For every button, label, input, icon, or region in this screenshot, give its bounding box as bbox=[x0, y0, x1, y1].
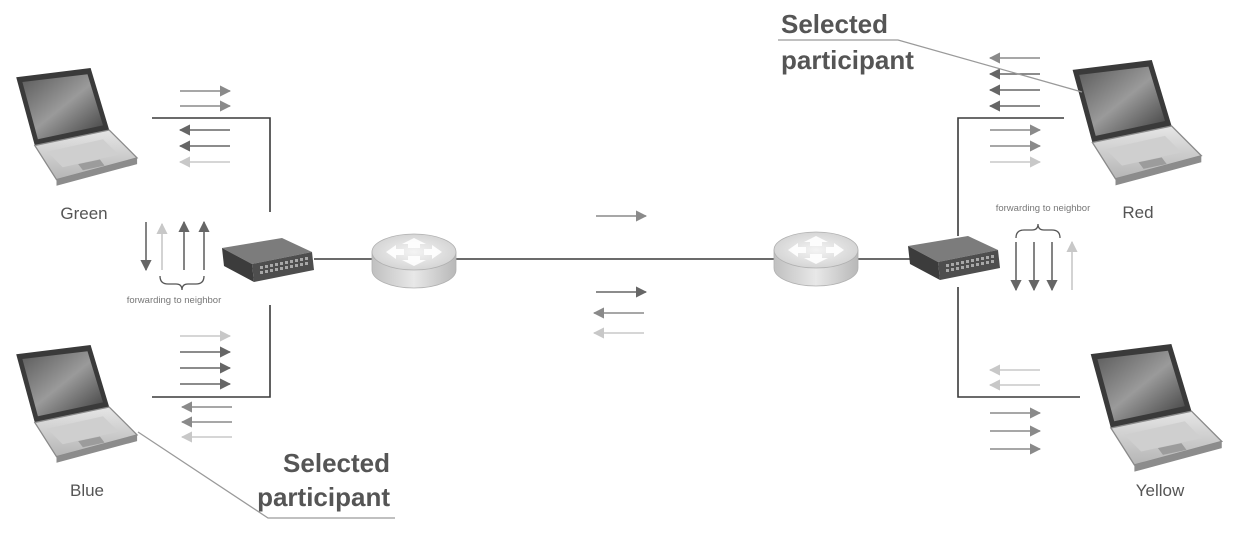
laptop-yellow bbox=[1089, 343, 1223, 473]
switch-right bbox=[908, 236, 1000, 280]
laptop-icon bbox=[1071, 59, 1203, 187]
router-icon bbox=[773, 231, 859, 287]
arrows-left-switch bbox=[140, 220, 210, 272]
laptop-green bbox=[15, 67, 138, 187]
arrows-blue-link bbox=[180, 330, 232, 443]
label-yellow: Yellow bbox=[1136, 481, 1185, 500]
router-icon bbox=[371, 233, 457, 289]
selected-participant-top-line2: participant bbox=[781, 45, 914, 75]
router-left bbox=[371, 233, 457, 289]
note-forwarding-left: forwarding to neighbor bbox=[127, 295, 222, 306]
selected-participant-bottom-line2: participant bbox=[257, 482, 390, 512]
laptop-red bbox=[1071, 59, 1203, 187]
link-green-switch bbox=[152, 117, 271, 212]
switch-left bbox=[222, 238, 314, 282]
arrows-green-link bbox=[178, 85, 232, 168]
selected-participant-bottom-line1: Selected bbox=[283, 448, 390, 478]
label-green: Green bbox=[60, 204, 107, 223]
link-red-switch bbox=[957, 117, 1064, 236]
laptop-icon bbox=[1089, 343, 1223, 473]
brace-left bbox=[159, 275, 205, 291]
laptop-icon bbox=[15, 344, 138, 464]
callout-line-bottom bbox=[137, 431, 395, 519]
label-blue: Blue bbox=[70, 481, 104, 500]
brace-right bbox=[1015, 223, 1061, 239]
router-right bbox=[773, 231, 859, 287]
note-forwarding-right: forwarding to neighbor bbox=[996, 203, 1091, 214]
link-blue-switch bbox=[152, 305, 271, 398]
callout-line-top bbox=[778, 39, 1083, 93]
switch-icon bbox=[222, 238, 314, 282]
selected-participant-top-line1: Selected bbox=[781, 9, 888, 39]
callout-lines bbox=[137, 39, 1083, 519]
arrows-yellow-link bbox=[988, 364, 1042, 455]
arrows-right-switch bbox=[1010, 240, 1078, 292]
link-yellow-switch bbox=[957, 287, 1080, 398]
label-red: Red bbox=[1122, 203, 1153, 222]
laptop-blue bbox=[15, 344, 138, 464]
laptop-icon bbox=[15, 67, 138, 187]
arrows-center-link bbox=[592, 210, 648, 339]
arrows-red-link bbox=[988, 52, 1042, 168]
connection-lines bbox=[152, 117, 1080, 398]
switch-icon bbox=[908, 236, 1000, 280]
